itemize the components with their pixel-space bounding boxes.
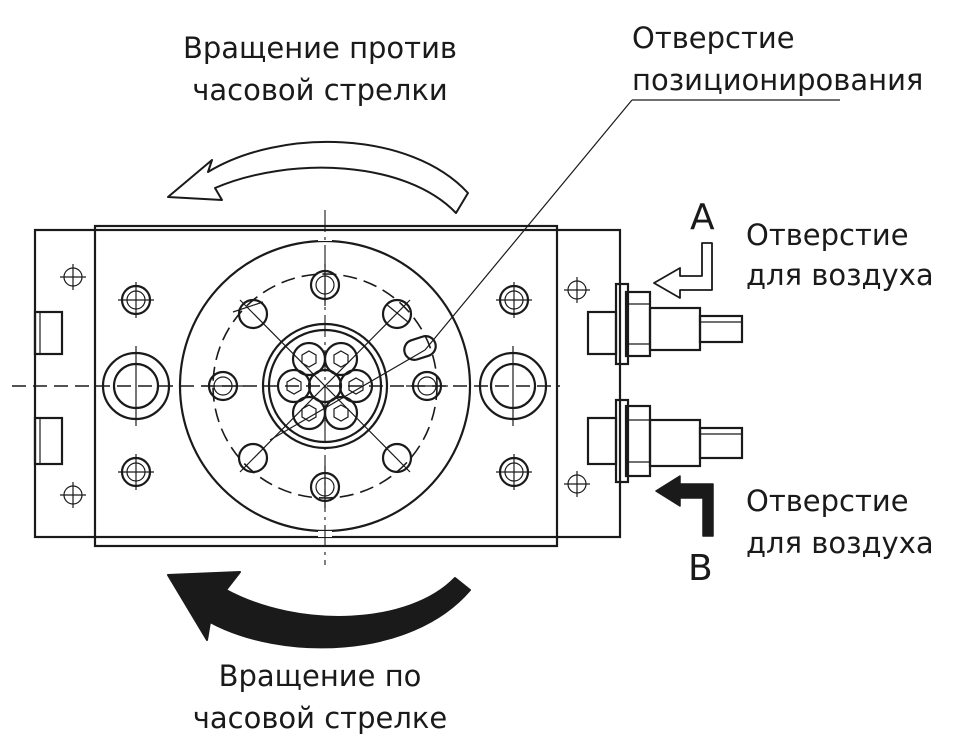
air-fitting-b <box>614 398 744 484</box>
cw-arrow-icon <box>167 571 471 649</box>
positioning-hole-label-line1: Отверстие <box>632 21 795 55</box>
ccw-label-line2: часовой стрелки <box>192 73 447 107</box>
cw-label-line2: часовой стрелке <box>193 701 447 735</box>
positioning-hole <box>403 335 437 361</box>
air-fitting-a <box>614 282 744 366</box>
port-b-letter: B <box>688 548 713 589</box>
right-side-slots <box>586 310 618 466</box>
positioning-hole-label-line2: позиционирования <box>632 63 923 97</box>
positioning-leader-line <box>269 99 840 441</box>
air-port-a-label-line1: Отверстие <box>746 218 909 252</box>
air-port-b-label-line2: для воздуха <box>746 526 934 560</box>
ccw-label-line1: Вращение против <box>183 31 457 65</box>
left-side-slots <box>33 310 64 466</box>
air-port-a-label-line2: для воздуха <box>746 258 934 292</box>
center-lines <box>12 210 590 565</box>
rotary-table-plate <box>93 224 559 548</box>
port-a-arrow-icon <box>653 242 713 299</box>
ccw-arrow-icon <box>167 140 469 214</box>
port-a-letter: A <box>690 197 715 238</box>
port-b-arrow-icon <box>655 475 714 537</box>
air-port-b-label-line1: Отверстие <box>746 484 909 518</box>
cw-label-line1: Вращение по <box>219 659 422 693</box>
